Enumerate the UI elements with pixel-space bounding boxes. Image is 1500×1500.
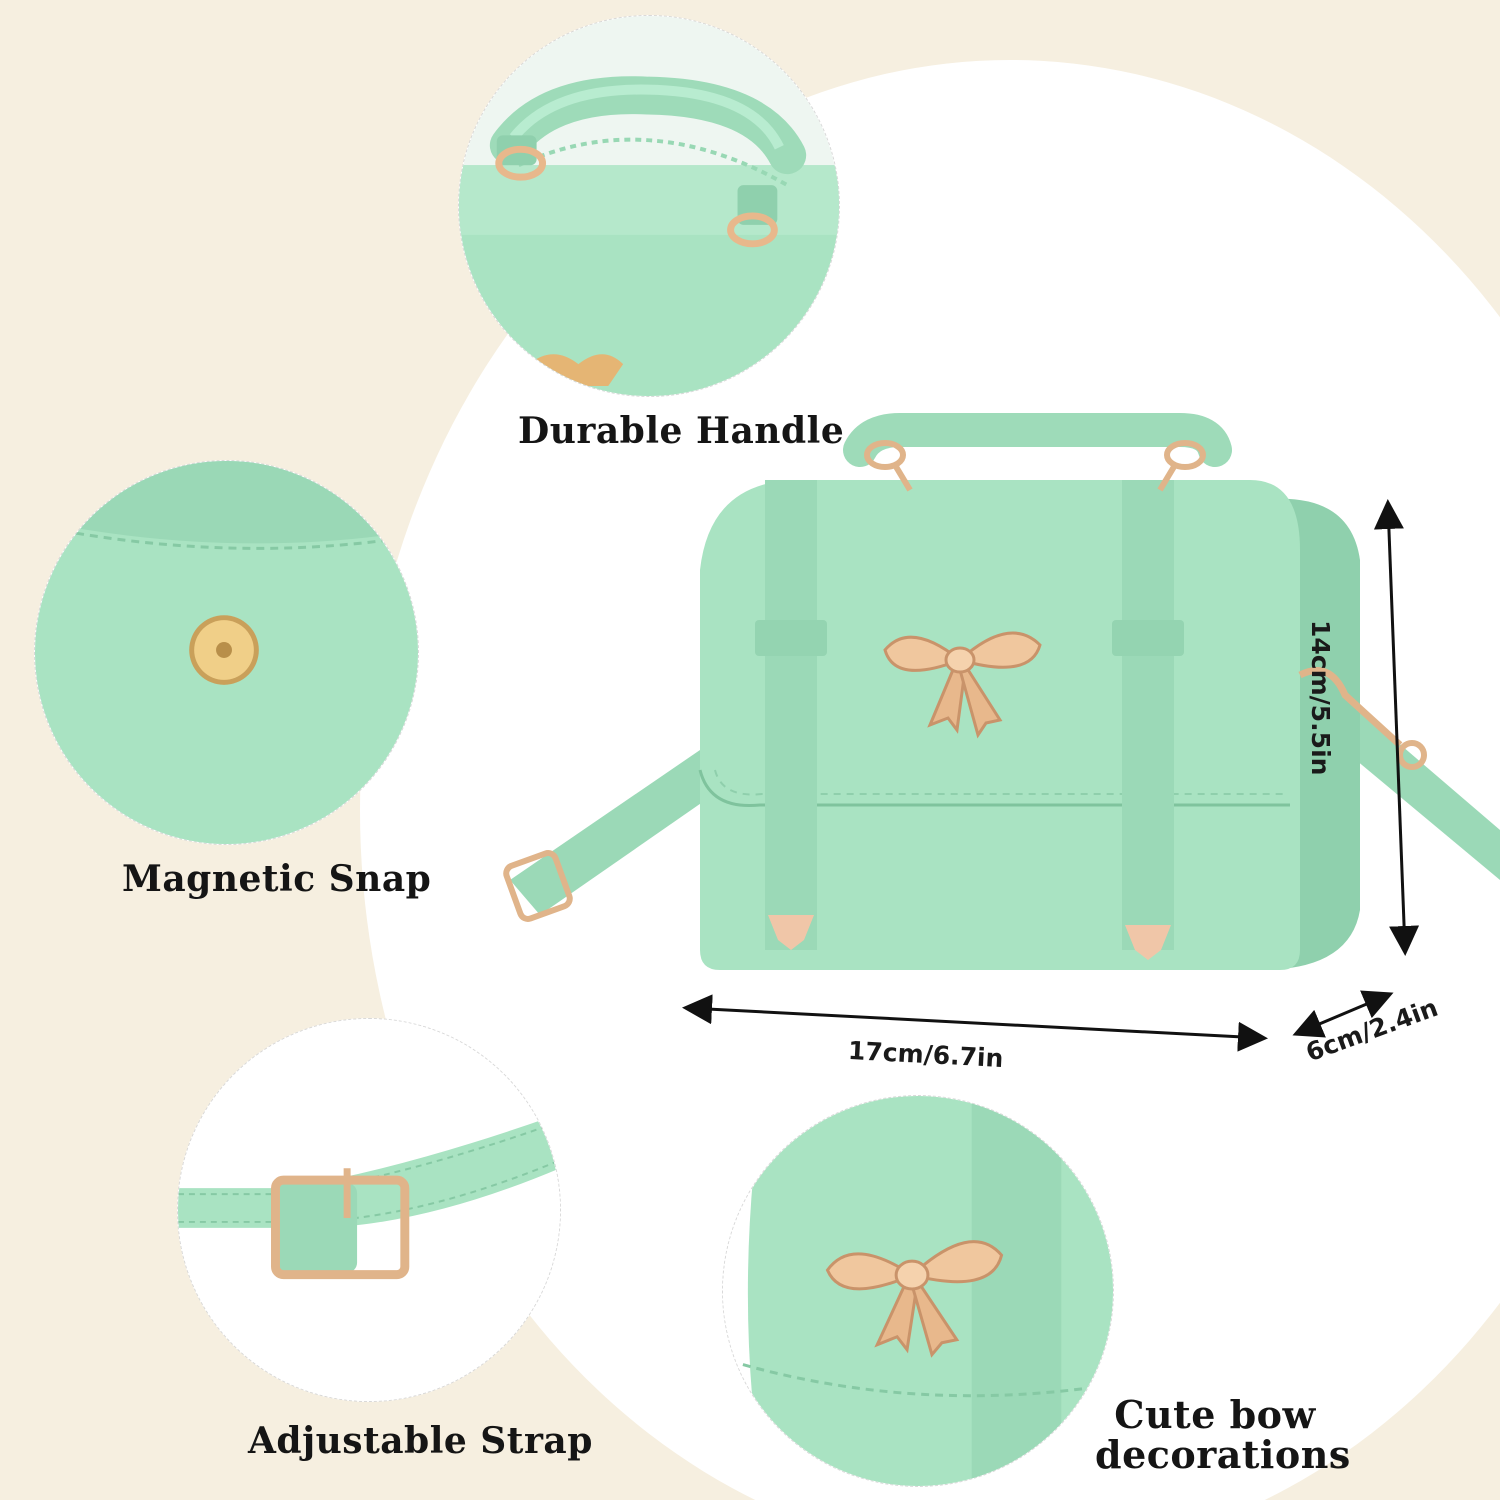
belt-left xyxy=(765,480,817,950)
bag-flap xyxy=(698,769,1290,808)
magnetic-snap-closeup xyxy=(34,460,419,845)
handle-closeup xyxy=(458,15,840,397)
bow-label-line1: Cute bow xyxy=(1114,1392,1316,1437)
belt-tip-right xyxy=(1125,925,1171,960)
bow-closeup-illustration xyxy=(723,1096,1113,1486)
strap-buckle-closeup xyxy=(177,1018,561,1402)
bow-ornament xyxy=(825,1240,1004,1358)
snap-label: Magnetic Snap xyxy=(122,858,432,900)
strap-buckle xyxy=(503,850,573,922)
belt-right xyxy=(1122,480,1174,950)
strap-label: Adjustable Strap xyxy=(248,1420,593,1462)
bow-label: Cute bow decorations xyxy=(1095,1392,1351,1477)
height-dimension: 14cm/5.5in xyxy=(1306,620,1335,776)
snap-closeup-illustration xyxy=(35,461,418,844)
strap-right xyxy=(1350,710,1500,880)
bow-closeup xyxy=(722,1095,1114,1487)
bag-handle xyxy=(843,413,1232,467)
handle-closeup-illustration xyxy=(459,16,839,396)
bow-ornament-main xyxy=(883,631,1042,739)
belt-tip-left xyxy=(768,915,814,950)
bow-label-line2: decorations xyxy=(1095,1432,1351,1477)
strap-clasp xyxy=(1298,667,1403,748)
strap-left xyxy=(510,750,720,915)
handle-label: Durable Handle xyxy=(518,410,845,452)
strap-closeup-illustration xyxy=(178,1019,560,1401)
crossbody-bag-product xyxy=(503,413,1500,970)
